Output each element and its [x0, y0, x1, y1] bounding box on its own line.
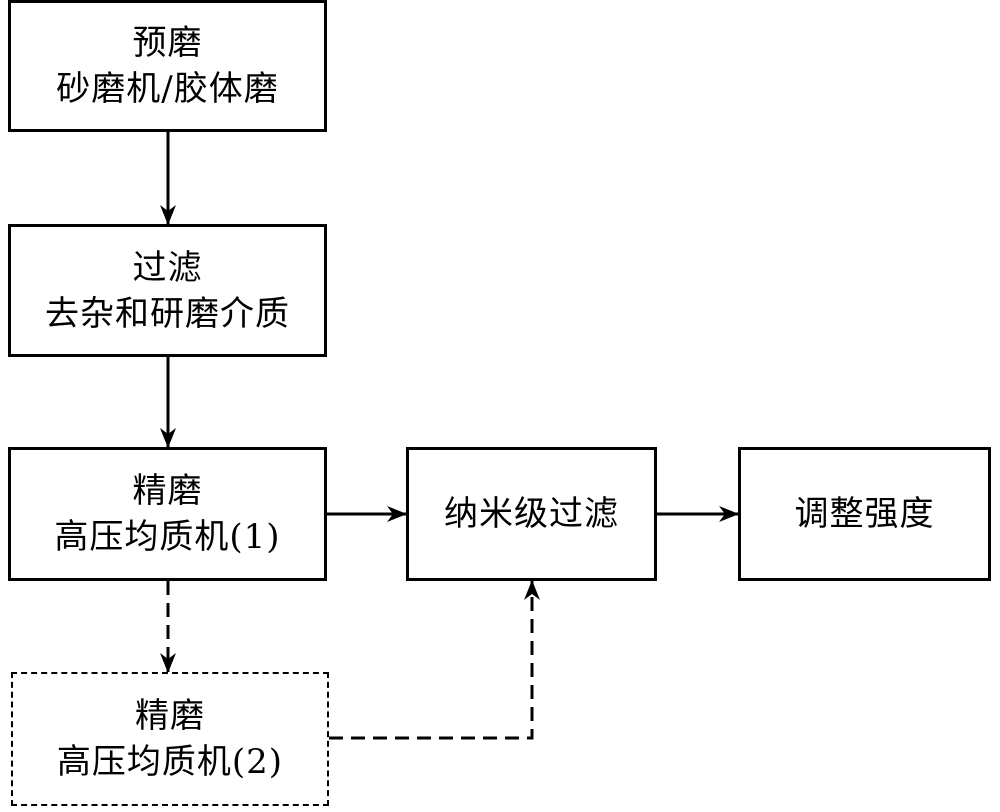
node-title: 精磨 [135, 696, 205, 736]
node-adjust-strength: 调整强度 [738, 447, 991, 581]
node-fine-grind-1: 精磨 高压均质机(1) [8, 447, 327, 581]
node-pre-grind: 预磨 砂磨机/胶体磨 [8, 0, 327, 132]
node-title: 精磨 [132, 471, 203, 511]
node-title: 过滤 [132, 247, 203, 288]
node-nano-filter: 纳米级过滤 [406, 447, 657, 581]
node-subtitle: 去杂和研磨介质 [45, 293, 290, 334]
node-subtitle: 砂磨机/胶体磨 [56, 69, 279, 109]
node-title: 纳米级过滤 [444, 494, 619, 534]
node-title: 调整强度 [794, 494, 935, 534]
node-subtitle: 高压均质机(1) [54, 517, 281, 557]
node-fine-grind-2: 精磨 高压均质机(2) [11, 672, 329, 806]
edge-fine-grind-2-to-nano-filter [329, 580, 540, 740]
node-subtitle: 高压均质机(2) [56, 742, 284, 782]
node-title: 预磨 [132, 23, 203, 63]
node-filter: 过滤 去杂和研磨介质 [8, 224, 327, 357]
